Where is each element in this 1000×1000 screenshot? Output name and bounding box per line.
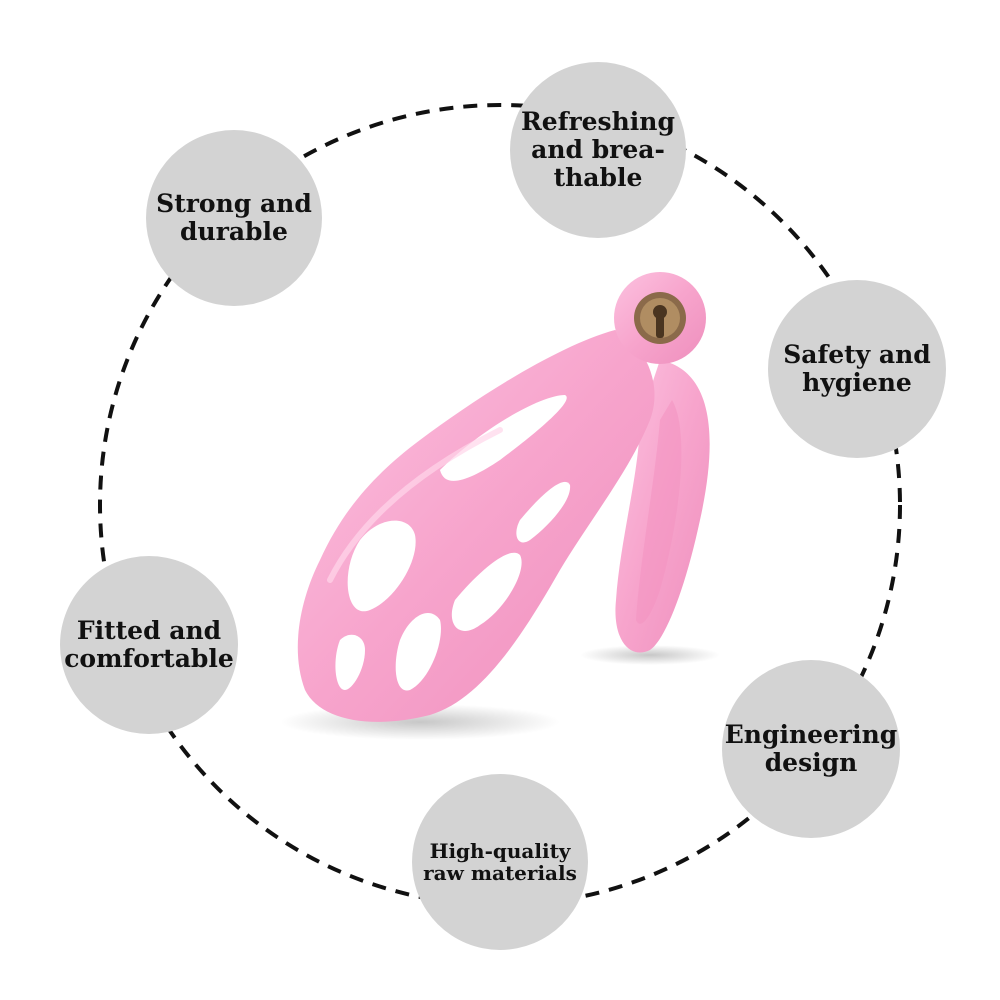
feature-badge-fitted-comfortable: Fitted and comfortable <box>60 556 238 734</box>
feature-label: Engineering design <box>724 720 898 777</box>
feature-label: Fitted and comfortable <box>64 616 234 673</box>
feature-badge-raw-materials: High-quality raw materials <box>412 774 588 950</box>
feature-badge-breathable: Refreshing and brea- thable <box>510 62 686 238</box>
feature-label: High-quality raw materials <box>423 838 577 885</box>
feature-badge-strong-durable: Strong and durable <box>146 130 322 306</box>
feature-badge-engineering-design: Engineering design <box>722 660 900 838</box>
feature-label: Strong and durable <box>156 189 312 246</box>
feature-label: Refreshing and brea- thable <box>521 107 675 192</box>
feature-label: Safety and hygiene <box>783 340 931 397</box>
keyhole-lock-icon <box>634 292 686 344</box>
feature-badge-safety-hygiene: Safety and hygiene <box>768 280 946 458</box>
